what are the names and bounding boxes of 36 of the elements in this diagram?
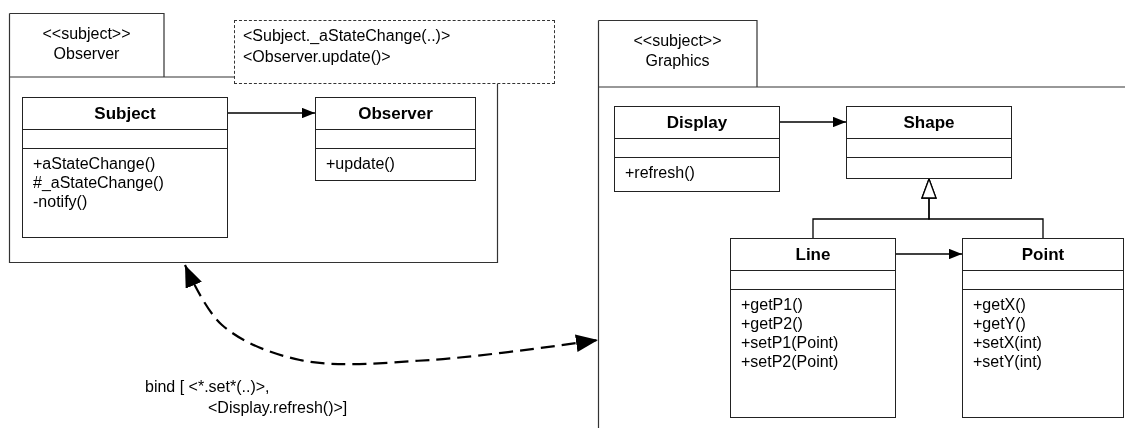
template-parameter: <Subject._aStateChange(..)> bbox=[243, 26, 451, 46]
method-signature: +setX(int) bbox=[973, 333, 1042, 352]
class-box bbox=[22, 97, 228, 238]
method-signature: +setP1(Point) bbox=[741, 333, 839, 352]
method-signature: +getY() bbox=[973, 314, 1026, 333]
class-box bbox=[315, 97, 476, 181]
method-signature: +refresh() bbox=[625, 163, 695, 182]
class-name: Display bbox=[666, 113, 728, 132]
arrow bbox=[895, 248, 963, 260]
class-name: Line bbox=[795, 245, 831, 264]
generalization-arrow bbox=[921, 178, 1044, 239]
method-signature: +aStateChange() bbox=[33, 154, 156, 173]
class-box bbox=[614, 106, 780, 192]
class-box bbox=[846, 106, 1012, 179]
method-signature: #_aStateChange() bbox=[33, 173, 164, 192]
dashed-arrow bbox=[184, 264, 599, 366]
arrow bbox=[227, 107, 316, 119]
package-title: <<subject>> Observer bbox=[41, 24, 132, 64]
class-box bbox=[730, 238, 896, 418]
method-signature: +update() bbox=[326, 154, 395, 173]
template-parameter-box bbox=[234, 20, 555, 84]
method-signature: +getP2() bbox=[741, 314, 803, 333]
template-parameter: <Observer.update()> bbox=[243, 47, 391, 67]
class-name: Point bbox=[1021, 245, 1065, 264]
package-title: <<subject>> Graphics bbox=[632, 31, 723, 71]
package-frame bbox=[598, 20, 1125, 428]
class-name: Shape bbox=[903, 113, 955, 132]
method-signature: +setP2(Point) bbox=[741, 352, 839, 371]
class-name: Subject bbox=[94, 104, 156, 123]
class-box bbox=[962, 238, 1124, 418]
method-signature: +setY(int) bbox=[973, 352, 1042, 371]
method-signature: +getP1() bbox=[741, 295, 803, 314]
method-signature: -notify() bbox=[33, 192, 88, 211]
method-signature: +getX() bbox=[973, 295, 1026, 314]
arrow bbox=[779, 116, 847, 128]
class-name: Observer bbox=[358, 104, 433, 123]
